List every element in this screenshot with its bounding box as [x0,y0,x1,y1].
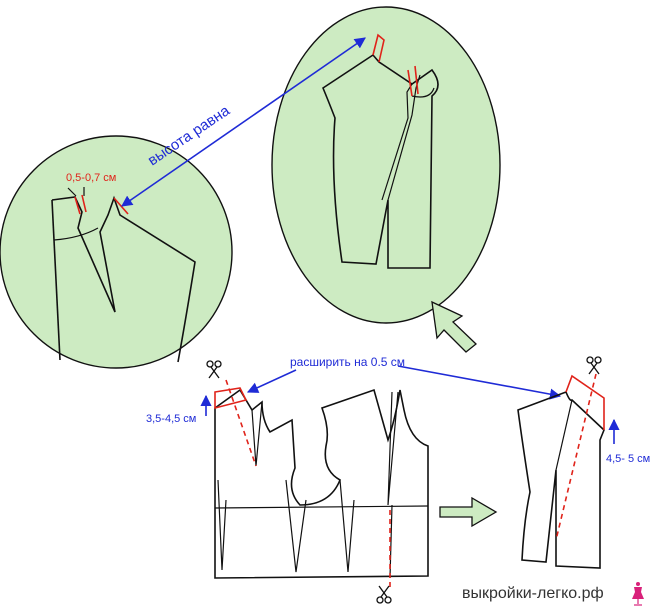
front-piece-result: 4,5- 5 см [517,356,650,569]
back-red-mark-2 [81,194,87,213]
label-left-height: 3,5-4,5 см [146,413,196,425]
front-result-cut-line [555,373,597,541]
green-arrow-right [439,496,498,528]
label-right-height: 4,5- 5 см [606,453,650,465]
front-extension-red [372,33,385,63]
expand-arrow-left [246,369,297,393]
back-piece-zoom: 0,5-0,7 см [0,135,233,369]
expand-arrow-right [397,365,562,400]
waist-line [214,505,429,509]
back-side-dart [217,479,227,571]
full-pattern: 3,5-4,5 см [146,360,429,604]
zoom-oval-left [0,135,233,369]
front-piece-zoom [271,6,501,353]
full-pattern-outline [214,388,429,579]
watermark: выкройки-легко.рф [462,582,644,606]
scissors-icon [376,585,392,604]
front-result-extension-red [565,374,605,430]
back-neck-curve [53,227,99,241]
blue-arrow-diagonal [121,37,366,207]
scissors-icon [206,360,222,379]
mid-dart-2 [339,479,355,573]
scissors-icon [586,356,602,375]
cut-line-left [225,379,257,467]
front-shoulder-dart [387,391,399,506]
mannequin-icon [632,582,644,606]
back-red-mark-1 [74,196,81,215]
small-leader-lines [67,187,85,197]
back-piece-outline [51,195,196,363]
label-expand-by: расширить на 0.5 см [290,355,405,369]
shoulder-dart [251,401,263,467]
label-offset-small: 0,5-0,7 см [66,172,116,184]
watermark-text: выкройки-легко.рф [462,585,604,602]
front-result-dart [555,399,573,471]
green-arrow-up-left [431,300,477,353]
front-dart-left [381,83,413,201]
front-red-mark-2 [414,65,419,95]
zoom-oval-right [271,6,501,324]
back-red-mark-3 [113,197,129,215]
mid-dart-1 [285,479,307,573]
left-extension-red [214,387,248,410]
back-center-line [51,199,61,361]
front-result-outline [517,390,605,569]
expand-callout: расширить на 0.5 см [246,355,562,400]
front-red-mark-1 [407,69,413,97]
front-neck-curve [411,87,435,98]
front-dart-right [387,74,421,201]
